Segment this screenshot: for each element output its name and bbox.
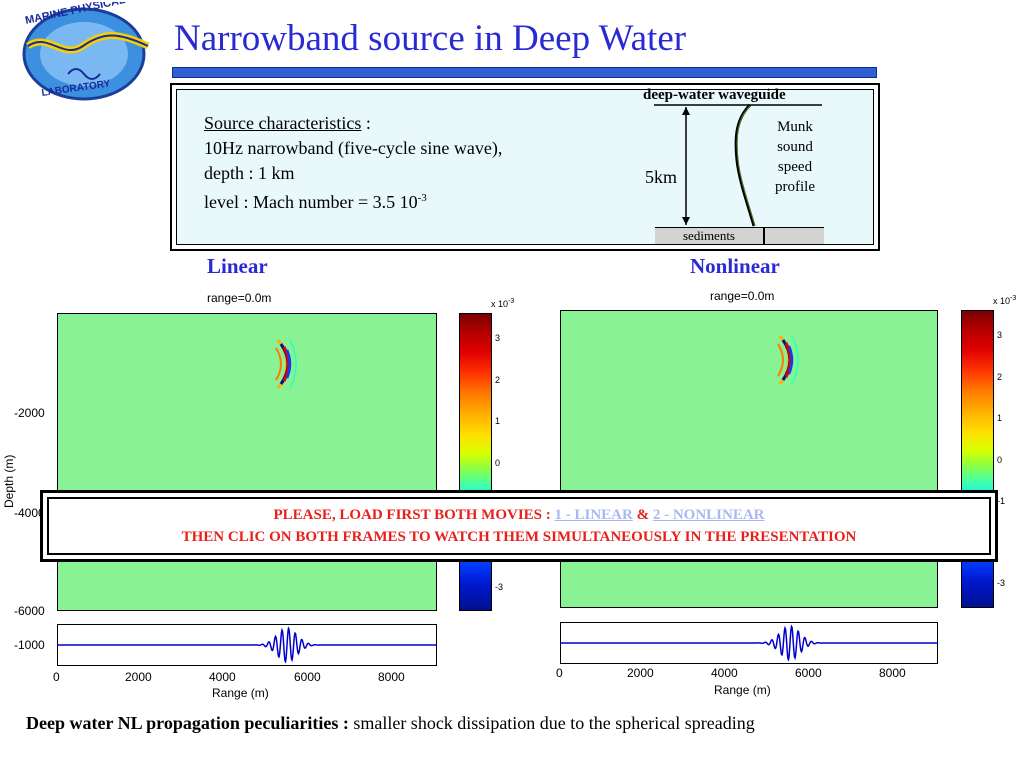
sediments-layer: sediments — [655, 227, 763, 245]
page-title: Narrowband source in Deep Water — [174, 18, 687, 59]
linear-movie-link[interactable]: 1 - LINEAR — [554, 507, 633, 523]
notice-line2-text: THEN CLIC ON BOTH FRAMES TO WATCH THEM S… — [181, 529, 857, 545]
depth-arrow-bottom — [682, 217, 690, 225]
nonlinear-wavefront — [777, 335, 799, 385]
waveguide-depth-label: 5km — [645, 167, 678, 187]
notice-amp: & — [636, 507, 650, 523]
linear-cbar-tick-0: 0 — [495, 458, 501, 468]
linear-y-tick-6000: -6000 — [14, 604, 45, 618]
munk-line-2: sound — [777, 139, 813, 155]
nonlinear-pressure-field — [560, 310, 938, 608]
source-line-level: level : Mach number = 3.5 10 — [204, 192, 418, 212]
nonlinear-x-tick-4000: 4000 — [711, 666, 738, 680]
nonlinear-panel-label: Nonlinear — [690, 254, 780, 278]
nonlinear-cbar-tick-2: 2 — [997, 372, 1003, 382]
linear-cbar-tick-1: 1 — [495, 416, 501, 426]
linear-colorbar — [459, 313, 492, 611]
linear-x-tick-2000: 2000 — [125, 670, 152, 684]
marine-physical-laboratory-logo: MARINE PHYSICAL LABORATORY — [22, 2, 150, 101]
title-underline-bar — [172, 67, 877, 78]
linear-x-tick-4000: 4000 — [209, 670, 236, 684]
nonlinear-x-tick-8000: 8000 — [879, 666, 906, 680]
source-characteristics-panel — [170, 83, 880, 251]
linear-wavefront — [275, 339, 297, 389]
linear-y-tick-2000: -2000 — [14, 406, 45, 420]
linear-depth-axis-label: Depth (m) — [2, 454, 16, 508]
linear-pressure-field — [57, 313, 437, 611]
nonlinear-x-tick-6000: 6000 — [795, 666, 822, 680]
linear-waveform-trace — [57, 626, 437, 664]
linear-x-tick-0: 0 — [53, 670, 60, 684]
linear-y-tick-4000: -4000 — [14, 506, 45, 520]
load-movies-notice: PLEASE, LOAD FIRST BOTH MOVIES : 1 - LIN… — [40, 490, 998, 562]
nonlinear-x-tick-2000: 2000 — [627, 666, 654, 680]
depth-arrow-top — [682, 107, 690, 115]
linear-cbar-tick-minus3: -3 — [495, 582, 504, 592]
nonlinear-cbar-tick-minus1: -1 — [997, 496, 1006, 506]
nonlinear-cbar-tick-1: 1 — [997, 413, 1003, 423]
footer-text: smaller shock dissipation due to the sph… — [348, 713, 755, 733]
munk-line-1: Munk — [777, 119, 813, 135]
linear-wave-y-tick: -1000 — [14, 638, 45, 652]
linear-cbar-tick-2: 2 — [495, 375, 501, 385]
source-heading-suffix: : — [361, 113, 371, 133]
source-level-exponent: -3 — [417, 192, 427, 204]
linear-x-tick-8000: 8000 — [378, 670, 405, 684]
nonlinear-cbar-tick-3: 3 — [997, 330, 1003, 340]
source-line-frequency: 10Hz narrowband (five-cycle sine wave), — [204, 138, 503, 158]
nonlinear-x-tick-0: 0 — [556, 666, 563, 680]
linear-colorbar-exponent: x 10-3 — [491, 298, 515, 309]
nonlinear-cbar-tick-0: 0 — [997, 455, 1003, 465]
source-line-depth: depth : 1 km — [204, 163, 295, 183]
linear-plot-title: range=0.0m — [207, 291, 272, 305]
munk-profile-label: Munk sound speed profile — [760, 117, 830, 197]
footer-bold-text: Deep water NL propagation peculiarities … — [26, 713, 349, 733]
nonlinear-colorbar — [961, 310, 994, 608]
linear-x-tick-6000: 6000 — [294, 670, 321, 684]
nonlinear-movie-link[interactable]: 2 - NONLINEAR — [652, 507, 765, 523]
nonlinear-plot-title: range=0.0m — [710, 289, 775, 303]
nonlinear-range-axis-label: Range (m) — [714, 683, 771, 697]
footer-caption: Deep water NL propagation peculiarities … — [26, 713, 755, 734]
munk-line-3: speed — [777, 159, 813, 175]
linear-range-axis-label: Range (m) — [212, 686, 269, 700]
sediments-layer-right — [763, 227, 824, 245]
source-characteristics-text: Source characteristics : 10Hz narrowband… — [204, 111, 502, 215]
nonlinear-colorbar-exponent: x 10-3 — [993, 295, 1017, 306]
waveguide-title: deep-water waveguide — [643, 87, 786, 103]
nonlinear-waveform-trace — [560, 624, 938, 662]
waveguide-schematic — [654, 103, 822, 227]
linear-cbar-tick-3: 3 — [495, 333, 501, 343]
source-heading: Source characteristics — [204, 113, 362, 133]
nonlinear-cbar-tick-minus3: -3 — [997, 578, 1006, 588]
linear-panel-label: Linear — [207, 254, 268, 278]
munk-profile-curve — [734, 103, 756, 227]
munk-line-4: profile — [775, 179, 815, 195]
notice-line1-text: PLEASE, LOAD FIRST BOTH MOVIES : — [273, 507, 551, 523]
